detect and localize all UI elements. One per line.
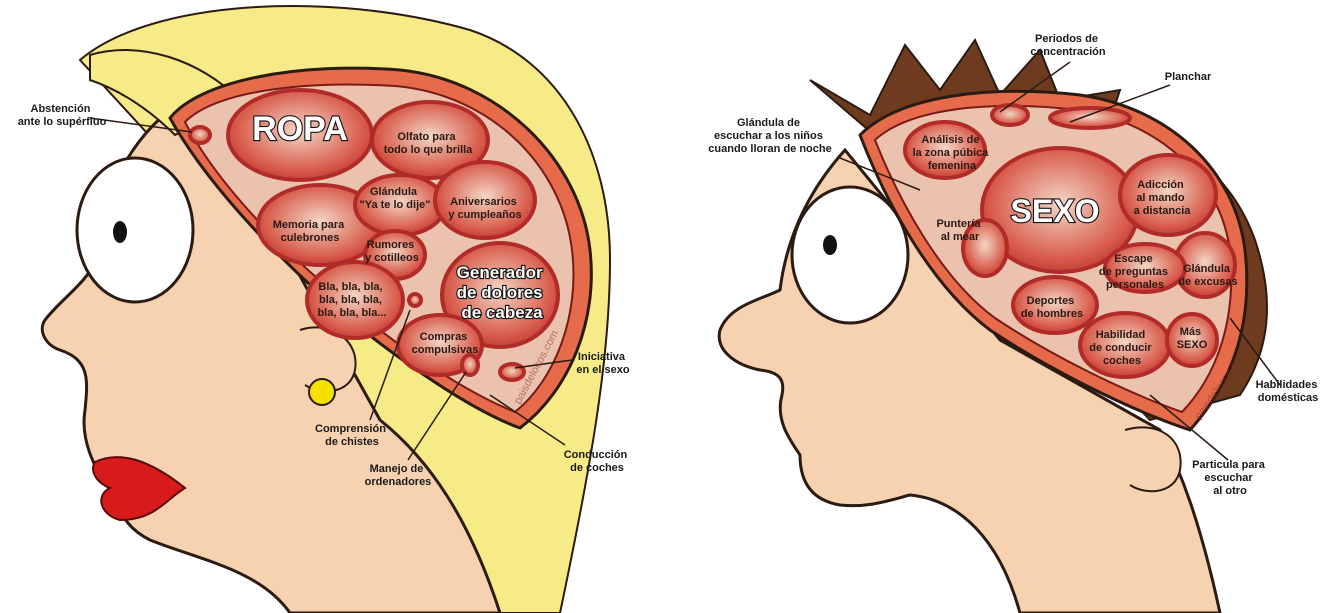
generador-line-1: Generador bbox=[457, 263, 543, 282]
region-rumores: Rumores y cotilleos bbox=[365, 239, 419, 264]
man-ear bbox=[1125, 427, 1181, 491]
woman-ropa-label: ROPA bbox=[252, 110, 348, 148]
callout-iniciativa: Iniciativa en el sexo bbox=[576, 351, 629, 376]
callout-abstencion: Abstención ante lo supérfluo bbox=[18, 103, 107, 128]
region-bla: Bla, bla, bla, bla, bla, bla, bla, bla, … bbox=[317, 281, 386, 319]
region-mas-sexo: Más SEXO bbox=[1177, 326, 1208, 351]
woman-earring bbox=[309, 379, 335, 405]
callout-planchar: Planchar bbox=[1165, 71, 1212, 83]
man-pupil bbox=[823, 235, 837, 255]
region-deportes: Deportes de hombres bbox=[1021, 295, 1083, 320]
man-eye bbox=[792, 187, 908, 323]
region-punteria: Puntería al mear bbox=[936, 218, 983, 243]
generador-line-2: de dolores bbox=[457, 283, 543, 302]
region-aniversarios: Aniversarios y cumpleaños bbox=[448, 196, 521, 221]
callout-glandula-ninos: Glándula de escuchar a los niños cuando … bbox=[708, 117, 831, 155]
callout-manejo: Manejo de ordenadores bbox=[365, 463, 432, 488]
region-glandula-ya: Glándula "Ya te lo dije" bbox=[360, 186, 431, 211]
woman-eye bbox=[77, 158, 193, 302]
callout-habilidades: Habilidades domésticas bbox=[1256, 379, 1321, 404]
region-adiccion: Adicción al mando a distancia bbox=[1134, 179, 1192, 217]
woman-pupil bbox=[113, 221, 127, 243]
region-memoria: Memoria para culebrones bbox=[273, 219, 348, 244]
generador-line-3: de cabeza bbox=[461, 303, 543, 322]
callout-particula: Particula para escuchar al otro bbox=[1192, 459, 1268, 497]
woman-generador-label: Generador de dolores de cabeza bbox=[457, 263, 548, 322]
callout-periodos: Periodos de concentración bbox=[1030, 33, 1105, 58]
callout-conduccion: Conducción de coches bbox=[564, 449, 631, 474]
callout-comprension: Comprensión de chistes bbox=[315, 423, 389, 448]
region-compras: Compras compulsivas bbox=[412, 331, 479, 356]
region-glandula-excusas: Glándula de excusas bbox=[1178, 263, 1237, 288]
man-sexo-label: SEXO bbox=[1011, 193, 1100, 229]
